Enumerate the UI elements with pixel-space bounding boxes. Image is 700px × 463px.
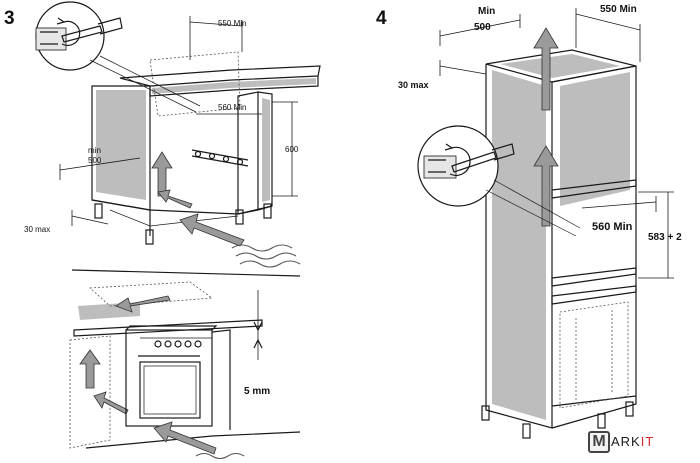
step4-dim-min-value: 500 bbox=[474, 22, 491, 33]
step3-bottom-figure: 5 mm bbox=[69, 269, 301, 460]
step3-top-figure: 3 bbox=[4, 1, 321, 268]
watermark-logo-box: M bbox=[588, 431, 610, 453]
step4-dim-depth: 550 Min bbox=[600, 4, 637, 15]
step4-dim-inner-depth: 560 Min bbox=[592, 221, 633, 233]
step3-number: 3 bbox=[4, 8, 15, 29]
step4-figure: 4 bbox=[376, 4, 682, 439]
step3-dim-min-label: min bbox=[88, 146, 101, 155]
step4-dim-height: 583 + 2 bbox=[648, 232, 682, 243]
step3-dim-min-value: 500 bbox=[88, 156, 102, 165]
step3-dim-depth: 550 Min bbox=[218, 19, 246, 28]
step3-dim-height: 600 bbox=[285, 145, 299, 154]
step3-dim-gap: 30 max bbox=[24, 225, 50, 234]
step4-dim-min-label: Min bbox=[478, 6, 495, 17]
watermark-logo-text-b: IT bbox=[640, 434, 655, 449]
step4-number: 4 bbox=[376, 8, 387, 29]
step4-dim-gap: 30 max bbox=[398, 80, 429, 90]
watermark-logo-text: ARKIT bbox=[611, 434, 654, 449]
watermark-logo-text-a: ARK bbox=[611, 434, 641, 449]
step3-dim-hob-gap: 5 mm bbox=[244, 386, 270, 397]
watermark-logo-letter: M bbox=[592, 433, 606, 450]
step3-dim-inner-depth: 560 Min bbox=[218, 103, 246, 112]
